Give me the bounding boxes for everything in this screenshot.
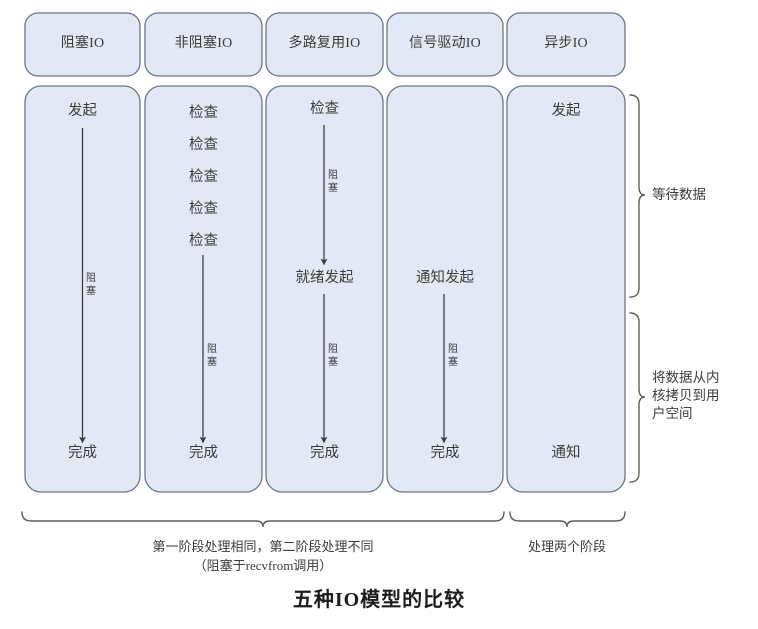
step-blocking-io-start: 发起 (68, 103, 97, 119)
column-header-label-asynchronous-io: 异步IO (544, 36, 588, 51)
step-non-blocking-io-finish: 完成 (189, 445, 218, 461)
header-box-asynchronous-io (506, 12, 626, 77)
step-asynchronous-io-start: 发起 (551, 103, 581, 119)
step-multiplexing-io-finish: 完成 (310, 445, 339, 461)
arrow-label-multiplexing-io-block-upper: 阻 塞 (328, 170, 338, 194)
brace-label-first-four-models: 第一阶段处理相同，第二阶段处理不同 （阻塞于recvfrom调用） (152, 539, 374, 573)
step-blocking-io-finish: 完成 (68, 445, 97, 461)
brace-phase-copy-data (629, 312, 646, 483)
column-header-label-non-blocking-io: 非阻塞IO (174, 36, 233, 51)
brace-phase-wait-data (629, 94, 646, 298)
body-box-multiplexing-io (265, 85, 384, 493)
brace-async-model (509, 511, 626, 528)
figure-title: 五种IO模型的比较 (292, 589, 466, 611)
arrow-label-non-blocking-io-block: 阻 塞 (207, 344, 217, 368)
flow-arrows (79, 125, 448, 444)
step-non-blocking-io-check-2: 检查 (189, 137, 218, 153)
header-box-signal-driven-io (386, 12, 504, 77)
brace-label-phase-copy-data: 将数据从内 核拷贝到用 户空间 (652, 370, 720, 422)
header-box-blocking-io (24, 12, 141, 77)
right-phase-braces (629, 94, 646, 483)
step-non-blocking-io-check-1: 检查 (189, 105, 218, 121)
body-box-signal-driven-io (386, 85, 504, 493)
step-non-blocking-io-check-3: 检查 (189, 169, 218, 185)
column-header-boxes (24, 12, 626, 77)
arrow-label-signal-driven-io-block: 阻 塞 (448, 344, 458, 368)
brace-label-async-model: 处理两个阶段 (527, 539, 606, 554)
arrow-label-multiplexing-io-block-lower: 阻 塞 (328, 344, 338, 368)
step-non-blocking-io-check-5: 检查 (189, 233, 218, 249)
brace-first-four-models (21, 511, 505, 528)
step-multiplexing-io-ready-start: 就绪发起 (295, 270, 354, 286)
column-header-label-signal-driven-io: 信号驱动IO (409, 36, 481, 51)
brace-label-phase-wait-data: 等待数据 (652, 187, 706, 202)
column-body-boxes (24, 85, 626, 493)
header-box-multiplexing-io (265, 12, 384, 77)
body-box-asynchronous-io (506, 85, 626, 493)
step-multiplexing-io-check: 检查 (310, 101, 339, 117)
step-signal-driven-io-notify-start: 通知发起 (416, 270, 474, 286)
header-box-non-blocking-io (144, 12, 263, 77)
column-header-label-multiplexing-io: 多路复用IO (288, 36, 361, 51)
step-non-blocking-io-check-4: 检查 (189, 201, 218, 217)
column-header-label-blocking-io: 阻塞IO (60, 36, 105, 51)
step-asynchronous-io-notify: 通知 (551, 445, 581, 461)
step-signal-driven-io-finish: 完成 (430, 445, 460, 461)
arrow-label-blocking-io-block: 阻 塞 (86, 273, 96, 297)
bottom-braces (21, 511, 626, 528)
